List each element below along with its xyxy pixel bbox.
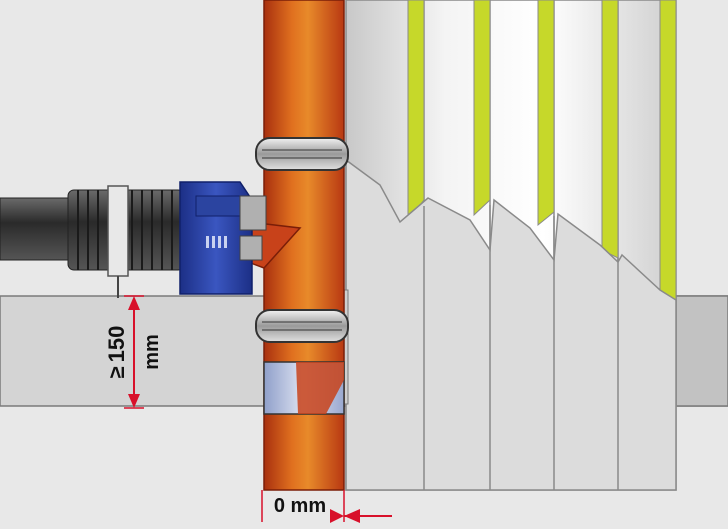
horizontal-dimension: 0 mm: [261, 490, 392, 523]
dimension-arrow-icon: [124, 295, 144, 409]
dimension-unit-mm: mm: [141, 334, 163, 370]
blue-coupling: [179, 181, 267, 295]
corrugated-hose-icon: [0, 185, 185, 298]
dimension-value-150: ≥150: [104, 326, 129, 379]
pipe-clamp-icon: [255, 137, 349, 343]
dimension-zero-mm: 0 mm: [274, 495, 326, 517]
sleeve-cut-reveal: [296, 362, 344, 414]
vertical-dimension-label: ≥150: [104, 326, 129, 379]
insulated-pipe-bundle: [345, 0, 677, 491]
